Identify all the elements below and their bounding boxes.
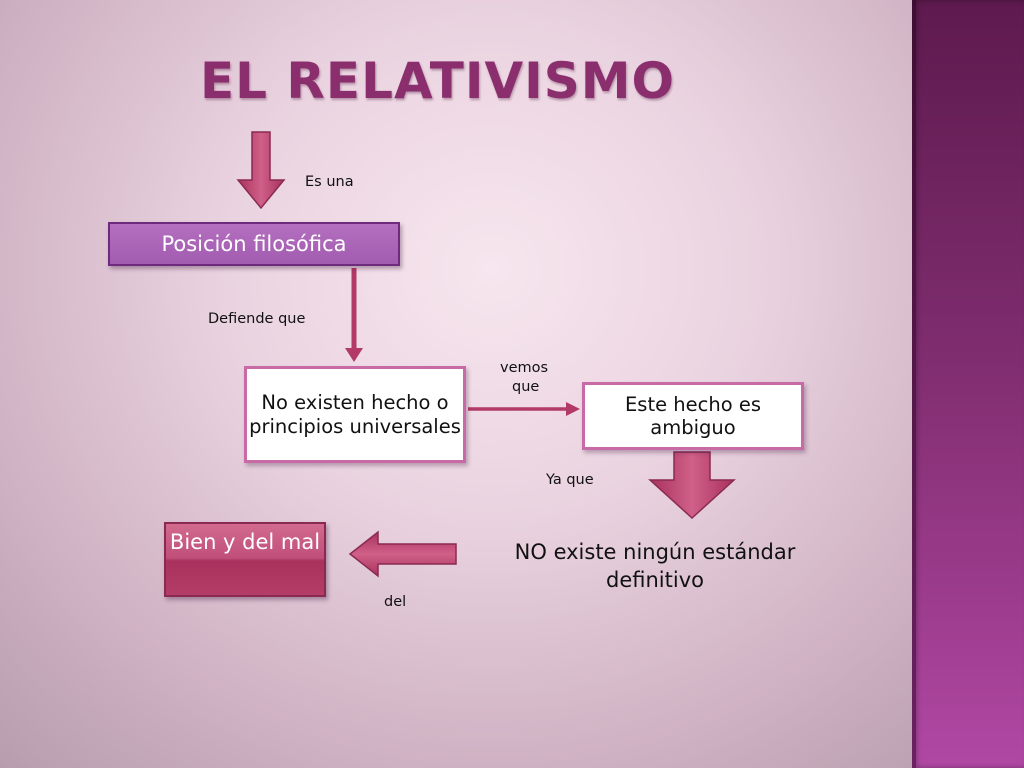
edge-label-vemos: vemos bbox=[500, 360, 549, 376]
arrow-estandar-to-bien bbox=[348, 530, 457, 578]
decorative-side-panel bbox=[912, 0, 1024, 768]
edge-label-ya-que: Ya que bbox=[546, 472, 594, 488]
node-posicion-text: Posición filosófica bbox=[161, 232, 347, 256]
node-no-existen: No existen hecho o principios universale… bbox=[244, 366, 466, 463]
arrowhead-posicion-to-noexisten bbox=[345, 348, 363, 362]
diagram-arrows bbox=[236, 131, 736, 578]
edge-label-es-una: Es una bbox=[305, 174, 354, 190]
node-posicion-filosofica: Posición filosófica bbox=[108, 222, 400, 266]
edge-label-que: que bbox=[512, 379, 540, 395]
edge-label-defiende-que: Defiende que bbox=[208, 311, 306, 327]
node-no-existe-estandar: NO existe ningún estándar definitivo bbox=[514, 540, 796, 593]
edge-label-del: del bbox=[384, 594, 407, 610]
node-bien-text: Bien y del mal bbox=[169, 530, 321, 554]
node-no-existen-text: No existen hecho o principios universale… bbox=[249, 391, 461, 438]
page-title: EL RELATIVISMO bbox=[200, 52, 676, 110]
arrowhead-noexisten-to-ambiguo bbox=[566, 402, 580, 416]
node-hecho-ambiguo: Este hecho es ambiguo bbox=[582, 382, 804, 450]
arrow-ambiguo-to-estandar bbox=[648, 451, 736, 520]
node-ambiguo-text: Este hecho es ambiguo bbox=[624, 392, 762, 439]
arrow-title-to-posicion bbox=[236, 131, 286, 210]
node-bien-y-mal: Bien y del mal bbox=[164, 522, 326, 597]
